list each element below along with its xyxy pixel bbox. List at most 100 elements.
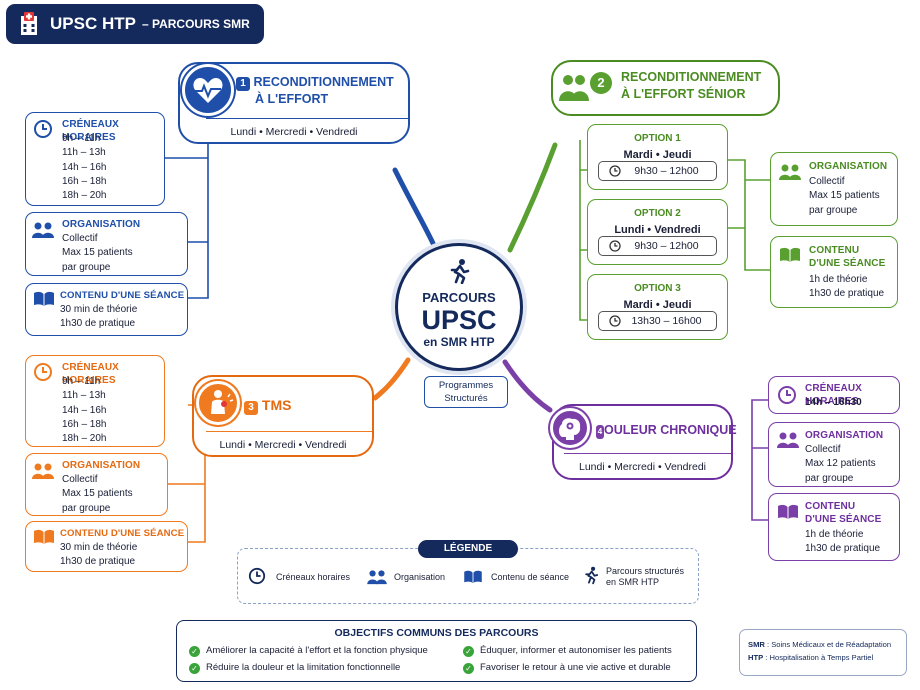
legend-label-line1: Parcours structurés	[606, 566, 685, 576]
group-icon	[32, 222, 54, 238]
legend-label: Contenu de séance	[491, 572, 570, 582]
book-icon	[464, 570, 482, 584]
program-3-slots-label: CRÉNEAUX HORAIRES	[62, 362, 119, 386]
objective-item: ✓Éduquer, informer et autonomiser les pa…	[463, 645, 672, 657]
option-time: 9h30 – 12h00	[634, 240, 699, 252]
clock-icon	[778, 386, 796, 404]
header-banner: UPSC HTP – PARCOURS SMR	[6, 4, 264, 44]
objectives-box: OBJECTIFS COMMUNS DES PARCOURS ✓Améliore…	[176, 620, 697, 682]
objective-text: Éduquer, informer et autonomiser les pat…	[480, 645, 672, 656]
program-2-title: RECONDITIONNEMENT À L'EFFORT SÉNIOR	[621, 69, 761, 103]
org-line: par groupe	[809, 204, 858, 216]
clock-icon	[34, 363, 52, 381]
program-1-title-line1: RECONDITIONNEMENT	[253, 75, 394, 89]
program-3-org-label: ORGANISATION	[62, 460, 141, 471]
program-1-days: Lundi • Mercredi • Vendredi	[230, 126, 358, 138]
org-line: Collectif	[809, 176, 845, 187]
seniors-icon	[559, 75, 589, 101]
program-1-title: 1 RECONDITIONNEMENT À L'EFFORT	[236, 74, 394, 108]
option-days: Mardi • Jeudi	[623, 149, 692, 161]
slot: 18h – 20h	[62, 433, 107, 445]
org-line: par groupe	[62, 261, 111, 273]
group-icon	[777, 432, 799, 448]
group-icon	[32, 463, 54, 479]
program-3-title: 3 TMS	[244, 397, 291, 415]
content-label-line1: CONTENU	[809, 245, 860, 256]
banner-subtitle: – PARCOURS SMR	[141, 17, 250, 31]
program-2-org-label: ORGANISATION	[809, 161, 888, 172]
program-2-option-1: OPTION 1 Mardi • Jeudi 9h30 – 12h00	[587, 124, 728, 190]
group-icon	[779, 164, 801, 180]
org-line: par groupe	[62, 502, 111, 514]
program-1-slots-box: CRÉNEAUX HORAIRES 9h – 11h 11h – 13h 14h…	[25, 112, 165, 206]
slot: 9h – 11h	[62, 133, 101, 144]
structured-programs-tag: Programmes Structurés	[424, 376, 508, 408]
heart-pulse-icon	[182, 64, 234, 116]
slot: 14h – 16h	[62, 404, 107, 416]
objective-item: ✓Favoriser le retour à une vie active et…	[463, 662, 671, 674]
org-line: Max 15 patients	[62, 247, 133, 259]
slot: 16h – 18h	[62, 175, 107, 187]
objective-item: ✓Réduire la douleur et la limitation fon…	[189, 662, 400, 674]
content-line: 30 min de théorie	[60, 542, 138, 553]
hospital-icon	[21, 12, 37, 35]
abbr-value: : Soins Médicaux et de Réadaptation	[764, 640, 892, 649]
clock-icon	[609, 315, 621, 327]
tag-line2: Structurés	[444, 392, 488, 404]
program-2-number: 2	[590, 72, 612, 94]
program-3-days: Lundi • Mercredi • Vendredi	[219, 439, 347, 451]
content-label-line2: D'UNE SÉANCE	[805, 514, 882, 525]
program-4-org-label: ORGANISATION	[805, 430, 884, 441]
program-4-slots-label: CRÉNEAUX HORAIRES	[805, 383, 862, 407]
option-time: 13h30 – 16h00	[631, 315, 702, 327]
program-1-number: 1	[236, 77, 250, 91]
tag-line1: Programmes	[438, 380, 494, 391]
org-line: par groupe	[805, 472, 854, 484]
legend-label: Organisation	[394, 572, 446, 582]
program-1-slots-label: CRÉNEAUX HORAIRES	[62, 119, 119, 143]
content-line: 1h30 de pratique	[60, 318, 136, 330]
slot: 18h – 20h	[62, 190, 107, 202]
joint-pain-icon	[196, 381, 240, 425]
content-line: 1h30 de pratique	[60, 556, 136, 568]
org-line: Collectif	[62, 233, 98, 244]
program-2-org-box: ORGANISATION Collectif Max 15 patients p…	[770, 152, 898, 226]
program-4-number: 4	[596, 425, 604, 439]
program-2-title-line2: À L'EFFORT SÉNIOR	[621, 87, 746, 101]
program-1-org-label: ORGANISATION	[62, 219, 141, 230]
slot: 16h – 18h	[62, 418, 107, 430]
content-line: 1h30 de pratique	[805, 543, 881, 555]
objective-item: ✓Améliorer la capacité à l'effort et la …	[189, 645, 428, 657]
abbr-value: : Hospitalisation à Temps Partiel	[763, 653, 874, 662]
abbreviations-box: SMR : Soins Médicaux et de Réadaptation …	[739, 629, 907, 676]
content-line: 1h de théorie	[809, 274, 868, 285]
program-2-title-line1: RECONDITIONNEMENT	[621, 70, 762, 84]
check-icon: ✓	[463, 663, 474, 674]
org-line: Collectif	[62, 474, 98, 485]
slot: 14h – 16h	[62, 161, 107, 173]
abbr-key: SMR	[748, 640, 765, 649]
program-4-title-text: OULEUR CHRONIQUE	[604, 423, 737, 437]
abbr-key: HTP	[748, 653, 764, 662]
option-label: OPTION 2	[634, 208, 681, 219]
program-4-days: Lundi • Mercredi • Vendredi	[578, 461, 706, 473]
program-2-option-2: OPTION 2 Lundi • Vendredi 9h30 – 12h00	[587, 199, 728, 265]
clock-icon	[609, 240, 621, 252]
clock-icon	[34, 120, 52, 138]
banner-title: UPSC HTP	[50, 14, 136, 33]
objectives-title: OBJECTIFS COMMUNS DES PARCOURS	[334, 627, 539, 639]
book-icon	[34, 529, 54, 544]
content-line: 1h30 de pratique	[809, 288, 885, 300]
program-1-content-label: CONTENU D'UNE SÉANCE	[60, 290, 185, 301]
program-2-option-3: OPTION 3 Mardi • Jeudi 13h30 – 16h00	[587, 274, 728, 340]
program-2-content-label: CONTENU D'UNE SÉANCE	[809, 244, 885, 270]
objective-text: Réduire la douleur et la limitation fonc…	[206, 662, 401, 673]
program-3-org-box: ORGANISATION Collectif Max 15 patients p…	[25, 453, 168, 516]
slot: 9h – 11h	[62, 376, 101, 387]
content-label-line2: D'UNE SÉANCE	[809, 258, 886, 269]
central-node: PARCOURS UPSC en SMR HTP	[395, 243, 523, 371]
